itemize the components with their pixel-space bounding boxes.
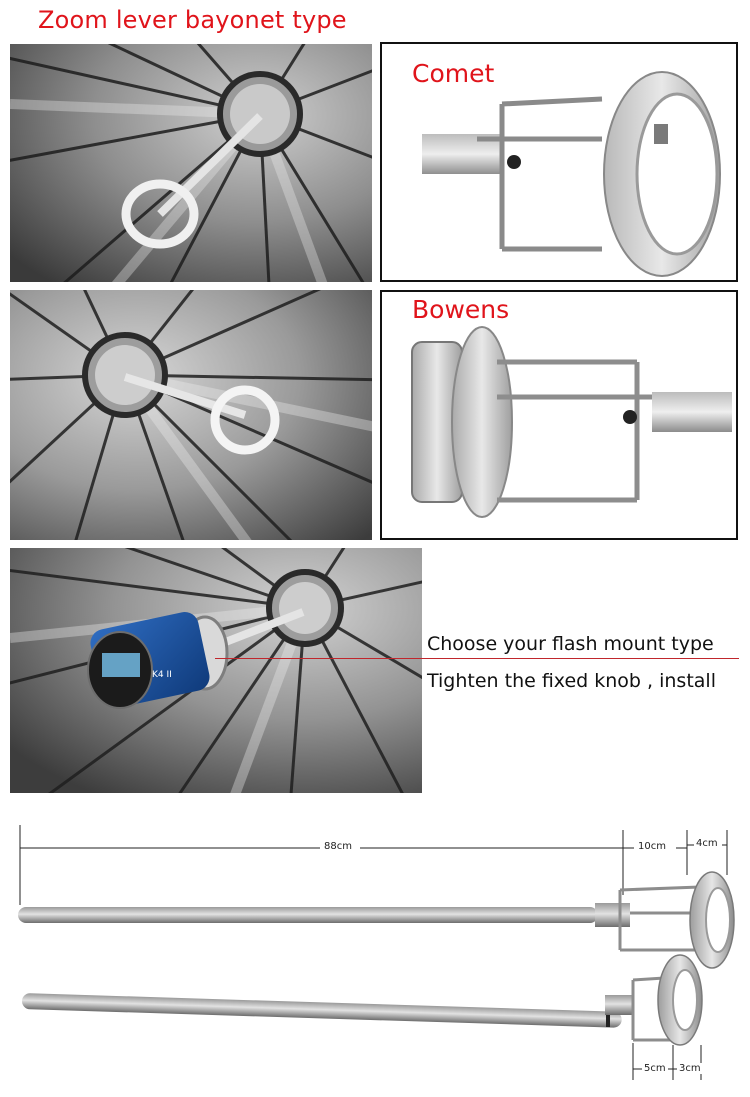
comet-mount-panel: Comet <box>380 42 738 282</box>
bowens-mount-illustration <box>411 326 732 518</box>
instruction-choose-mount: Choose your flash mount type <box>427 633 714 655</box>
instruction-tighten-knob: Tighten the fixed knob , install <box>427 670 716 692</box>
comet-mount-illustration <box>422 71 721 277</box>
flash-brand-text: K4 II <box>152 670 172 680</box>
dim-segment-length: 10cm <box>636 841 668 852</box>
dim-mount-depth: 4cm <box>694 838 720 849</box>
bowens-label: Bowens <box>412 295 510 324</box>
softbox-interior-photo-1 <box>10 44 372 282</box>
softbox-interior-photo-2 <box>10 290 372 540</box>
page-title: Zoom lever bayonet type <box>38 6 347 34</box>
softbox-with-flash-photo <box>10 548 422 793</box>
rod-dimension-diagram <box>18 825 735 1080</box>
dim-total-length: 88cm <box>322 841 354 852</box>
comet-label: Comet <box>412 59 495 88</box>
dim-lower-mount: 3cm <box>677 1063 703 1074</box>
caption-rule <box>215 658 739 659</box>
dim-lower-segment: 5cm <box>642 1063 668 1074</box>
bowens-mount-panel: Bowens <box>380 290 738 540</box>
